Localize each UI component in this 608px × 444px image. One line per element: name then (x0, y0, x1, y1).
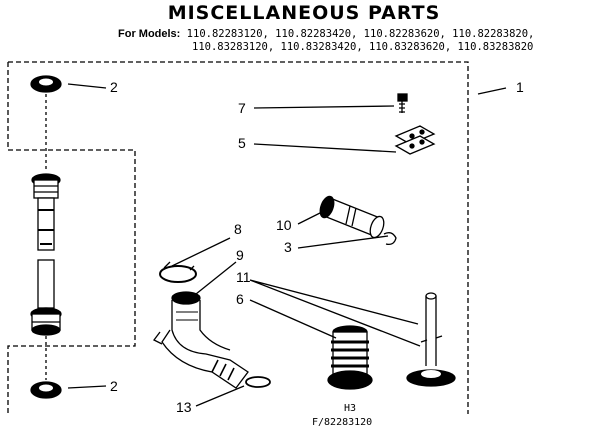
page-title: MISCELLANEOUS PARTS (167, 2, 441, 24)
models-list: For Models: 110.82283120, 110.82283420, … (118, 28, 534, 54)
leader-2-bottom (67, 385, 107, 389)
hose-assembly (30, 173, 62, 336)
leader-1 (477, 87, 507, 95)
callout-2-top: 2 (110, 79, 118, 95)
callout-13: 13 (176, 399, 192, 415)
callout-6: 6 (236, 291, 244, 307)
part-3-clip (383, 232, 397, 246)
leader-9 (195, 261, 237, 295)
models-label: For Models: (118, 28, 181, 40)
leader-11 (249, 279, 421, 347)
callout-7: 7 (238, 100, 246, 116)
callout-9: 9 (236, 247, 244, 263)
part-2-bottom-washer (30, 381, 62, 399)
part-9-elbow-hose (153, 291, 249, 389)
callout-1: 1 (516, 79, 524, 95)
leader-6 (249, 299, 337, 339)
callout-11: 11 (236, 269, 251, 285)
part-6-bellows (327, 325, 373, 390)
leader-10 (297, 211, 323, 225)
part-11-post (406, 292, 456, 387)
callout-3: 3 (284, 239, 292, 255)
callout-2-bottom: 2 (110, 378, 118, 394)
part-2-top-washer (30, 75, 62, 93)
models-line-2: 110.83283120, 110.83283420, 110.83283620… (192, 41, 534, 53)
part-7-screw (397, 93, 408, 113)
models-line-1: 110.82283120, 110.82283420, 110.82283620… (186, 28, 535, 40)
assembly-outline (7, 61, 469, 414)
part-8-clamp (159, 261, 197, 283)
callout-10: 10 (276, 217, 292, 233)
leader-8 (171, 237, 231, 267)
leader-5 (253, 143, 397, 153)
leader-3 (297, 235, 389, 249)
part-5-bracket (394, 125, 436, 155)
part-10-coupling (319, 195, 385, 239)
callout-5: 5 (238, 135, 246, 151)
leader-13 (195, 385, 245, 407)
drawing-part-number: F/82283120 (312, 417, 373, 428)
callout-8: 8 (234, 221, 242, 237)
part-13-ring (245, 376, 271, 388)
leader-7 (253, 105, 395, 109)
drawing-code: H3 (344, 403, 357, 414)
leader-2-top (67, 83, 107, 89)
